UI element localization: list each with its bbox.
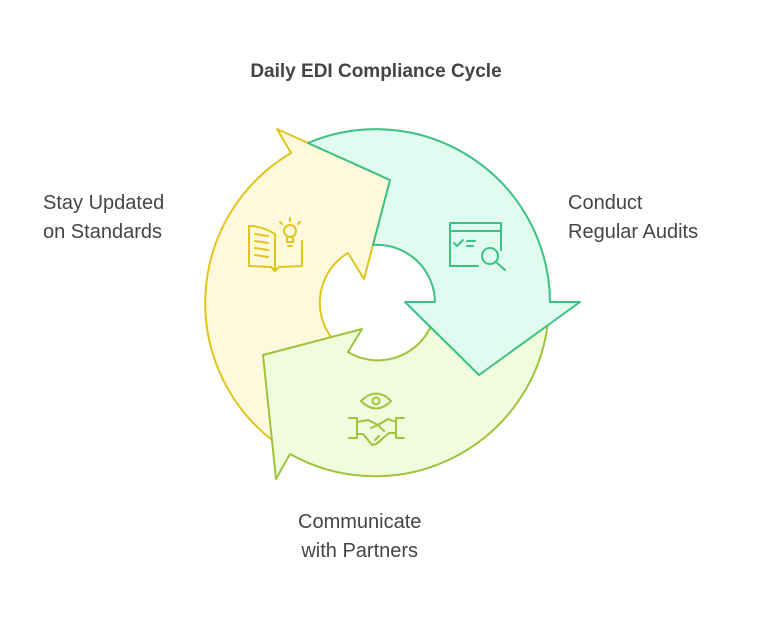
segment-audits bbox=[307, 128, 581, 376]
diagram-title: Daily EDI Compliance Cycle bbox=[250, 61, 502, 82]
book-lightbulb-icon bbox=[248, 217, 303, 272]
label-line: Conduct bbox=[568, 192, 643, 214]
step-label-stay-updated: Stay Updated on Standards bbox=[43, 189, 164, 247]
step-label-audits: Conduct Regular Audits bbox=[568, 189, 698, 247]
label-line: Regular Audits bbox=[568, 221, 699, 243]
label-line: with Partners bbox=[301, 540, 419, 562]
step-label-communicate: Communicate with Partners bbox=[298, 508, 421, 566]
label-line: Stay Updated bbox=[43, 192, 165, 214]
label-line: on Standards bbox=[43, 221, 162, 243]
segment-stay-updated bbox=[204, 128, 391, 441]
eye-handshake-icon bbox=[348, 392, 405, 446]
audit-search-icon bbox=[449, 222, 506, 271]
label-line: Communicate bbox=[298, 511, 422, 533]
